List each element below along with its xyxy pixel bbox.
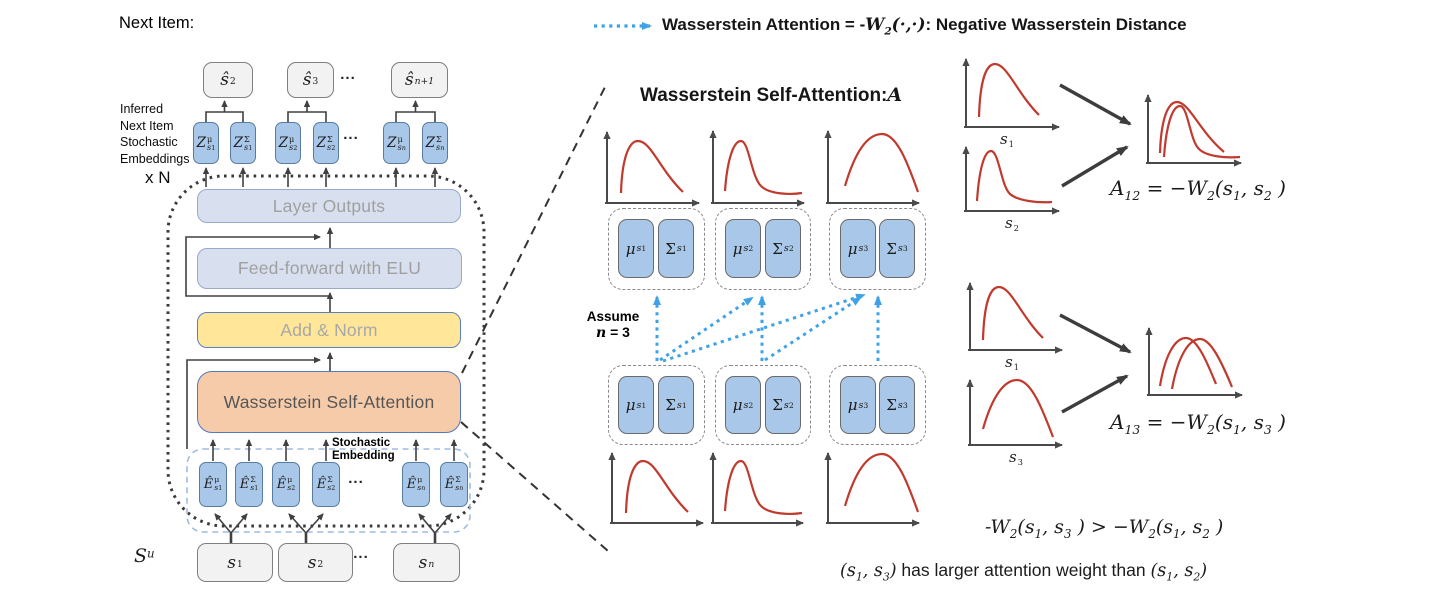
layer-outputs-block: Layer Outputs (197, 189, 461, 223)
next-item-label: Next Item: (119, 14, 195, 32)
formula-a12: A12 = −W2(s1, s2 ) (1110, 176, 1286, 203)
dist-group-bottom-3 (829, 365, 926, 445)
dist-group-bottom-2 (715, 365, 811, 445)
embedding-dashed-border (186, 448, 471, 533)
loop-dotted-border (166, 174, 486, 528)
plot-label-g2-s3: s3 (1009, 448, 1023, 467)
formula-a13: A13 = −W2(s1, s3 ) (1110, 410, 1286, 437)
stochastic-embedding-label: Stochastic Embedding (332, 437, 395, 462)
add-norm-block: Add & Norm (197, 312, 461, 348)
input-fork-arrows (214, 513, 452, 543)
ellipsis-predicted-row: ... (340, 66, 356, 83)
wsa-block: Wasserstein Self-Attention (197, 371, 461, 433)
ellipsis-s-row: ... (353, 545, 369, 562)
plot-label-g1-s1: s1 (1000, 130, 1014, 149)
residual-lines (185, 233, 330, 449)
conclusion-text: (s1, s3) has larger attention weight tha… (840, 560, 1208, 584)
dist-group-top-2 (715, 208, 811, 290)
dist-group-top-1 (608, 208, 705, 290)
inequality-text: -W2(s1, s3 ) > −W2(s1, s2 ) (985, 516, 1224, 541)
middle-axes (603, 130, 920, 527)
merge-arrows (1059, 83, 1132, 414)
expansion-lines (460, 84, 609, 552)
distribution-curves (619, 62, 1241, 515)
plot-label-g1-s2: s2 (1005, 214, 1019, 233)
dist-group-bottom-1 (608, 365, 705, 445)
right-axes (962, 58, 1243, 449)
left-flow-arrows (202, 100, 458, 461)
dist-group-top-3 (829, 208, 926, 290)
middle-title: Wasserstein Self-Attention:A (640, 84, 903, 106)
inferred-embeddings-label: Inferred Next Item Stochastic Embeddings (120, 102, 190, 166)
plot-label-g2-s1: s1 (1005, 353, 1019, 372)
xn-label: x N (145, 168, 171, 187)
ellipsis-e-row: ... (348, 470, 364, 487)
sequence-label-su: Su (134, 545, 155, 567)
legend-text: Wasserstein Attention = -W2(·,·): Negati… (662, 15, 1187, 38)
feed-forward-block: Feed-forward with ELU (197, 248, 462, 289)
ellipsis-z-row: ... (343, 126, 359, 143)
attention-arrows (653, 293, 882, 363)
assume-label: Assume n = 3 (586, 309, 640, 341)
